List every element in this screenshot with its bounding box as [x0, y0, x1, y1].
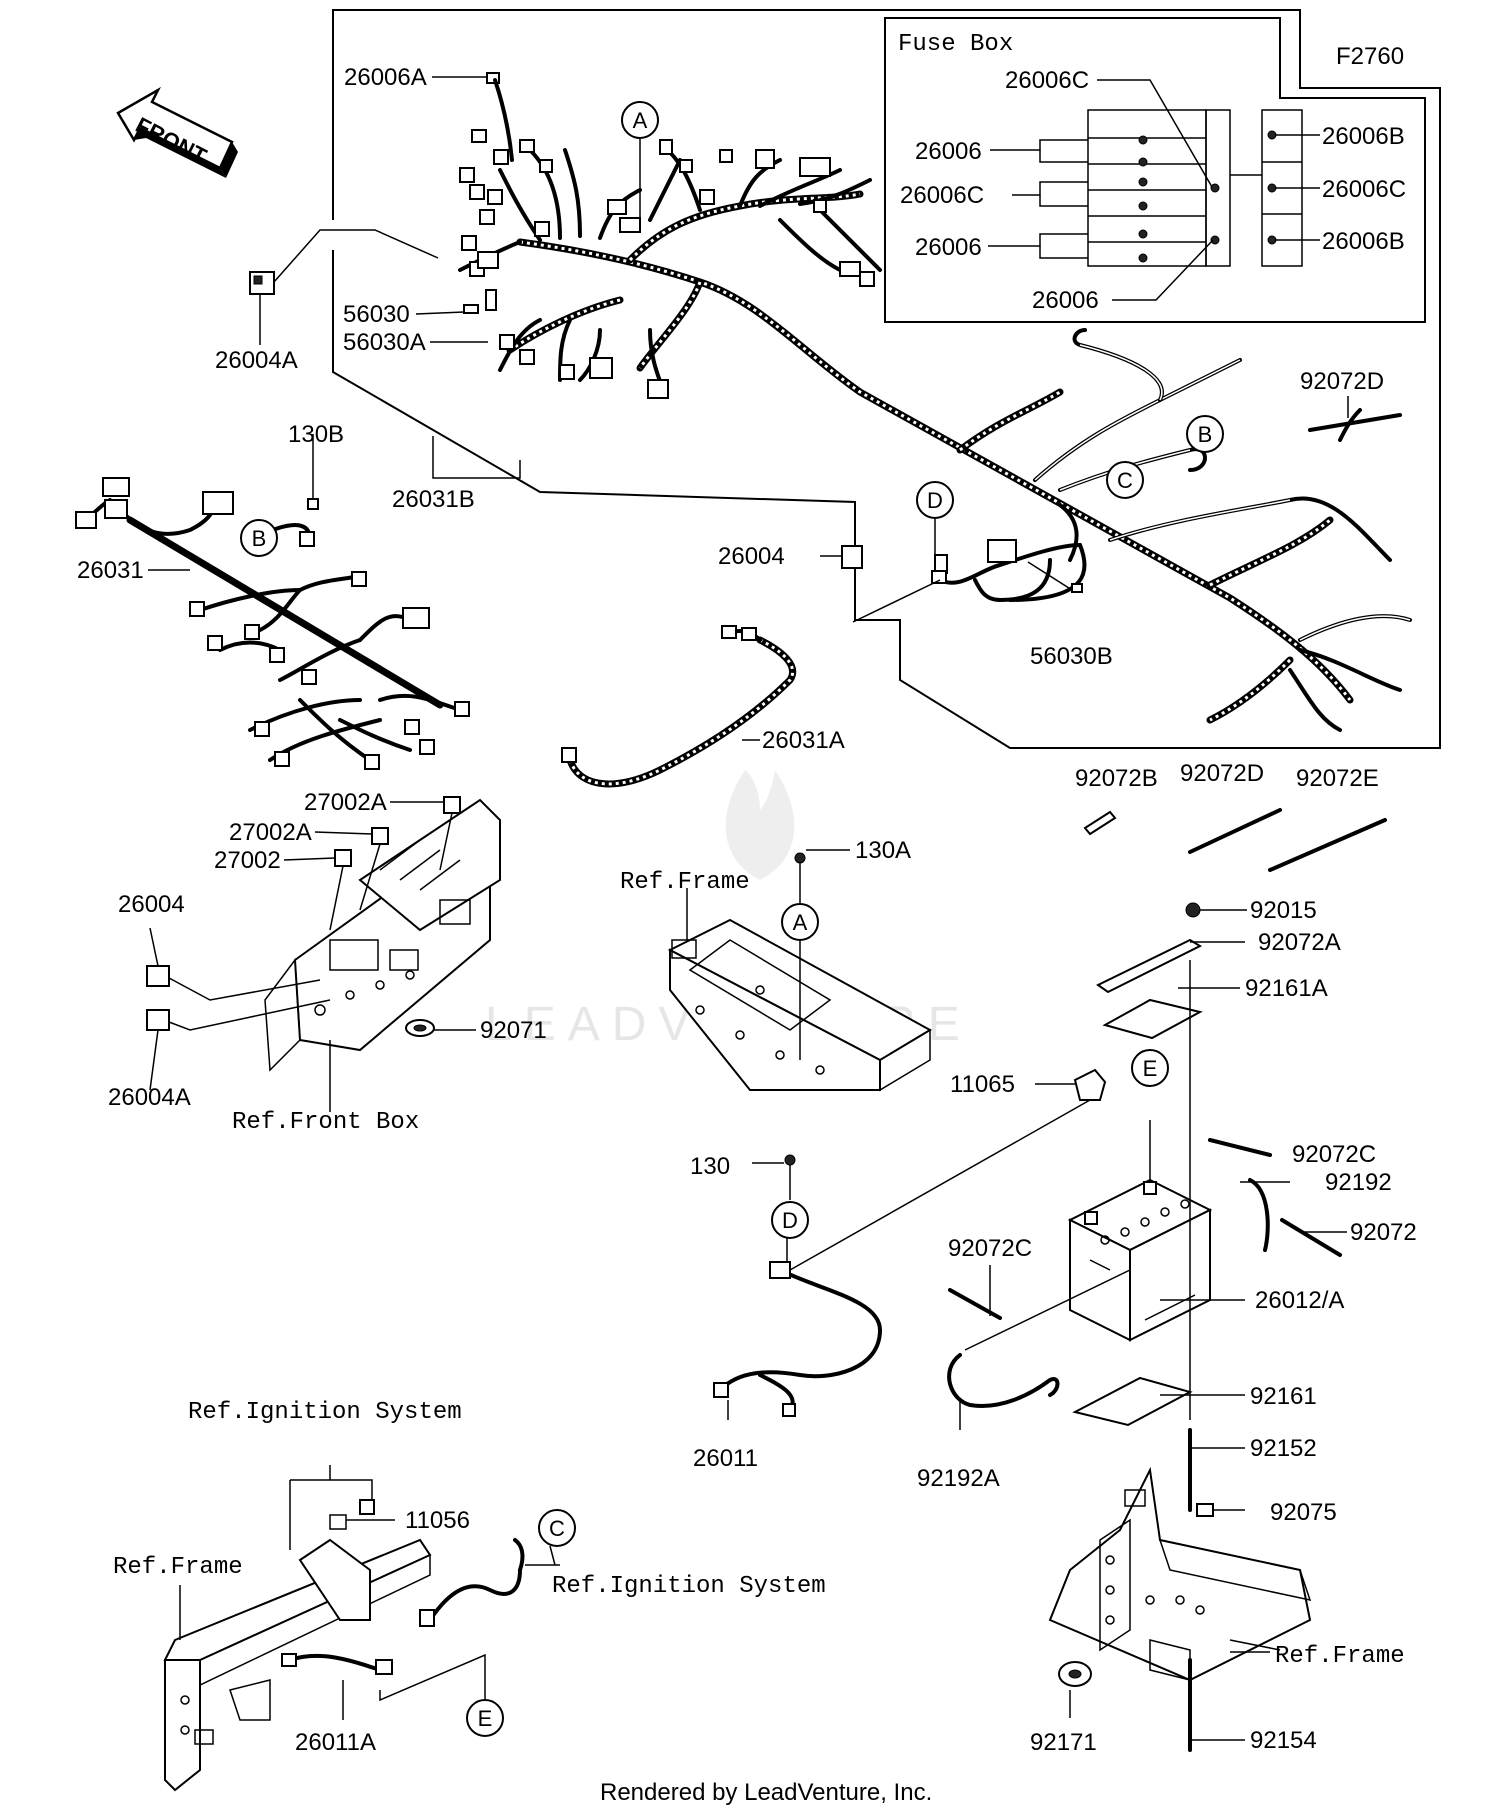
ref-front-box: Ref.Front Box [232, 1109, 419, 1136]
part-92071: 92071 [480, 1017, 547, 1044]
part-92072B: 92072B [1075, 765, 1158, 792]
callout-e-1: E [1131, 1049, 1169, 1087]
ref-frame-a: Ref.Frame [620, 869, 750, 896]
part-26011: 26011 [693, 1445, 758, 1472]
callout-a-2: A [781, 903, 819, 941]
part-92161A: 92161A [1245, 975, 1328, 1002]
part-92015: 92015 [1250, 897, 1317, 924]
main-harness-region: Fuse Box [249, 9, 1441, 749]
relay-d-area [852, 539, 1087, 623]
part-92075: 92075 [1270, 1499, 1337, 1526]
part-26006C-r: 26006C [1322, 176, 1406, 203]
battery-26012 [947, 1120, 1290, 1430]
part-26004A-b: 26004A [108, 1084, 191, 1111]
part-26031B: 26031B [392, 486, 475, 513]
part-92154: 92154 [1250, 1727, 1317, 1754]
part-26006B-b: 26006B [1322, 228, 1405, 255]
part-130B: 130B [288, 421, 344, 448]
ref-frame-b: Ref.Frame [113, 1554, 243, 1581]
front-arrow-icon: FRONT [116, 86, 238, 178]
part-26012A: 26012/A [1255, 1287, 1344, 1314]
part-26011A: 26011A [295, 1729, 376, 1756]
part-56030: 56030 [343, 301, 410, 328]
top-connector-cluster [249, 72, 882, 399]
callout-a-1-label: A [633, 108, 648, 133]
callout-d-1: D [916, 481, 954, 556]
part-130A: 130A [855, 837, 911, 864]
fuse-block [1087, 109, 1303, 267]
part-92072C-b: 92072C [948, 1235, 1032, 1262]
part-27002: 27002 [214, 847, 281, 874]
part-92072D-b: 92072D [1180, 760, 1264, 787]
callout-c-1: C [1106, 461, 1144, 499]
frame-section-bottom [163, 1465, 560, 1792]
ref-ignition-c: Ref.Ignition System [552, 1573, 826, 1600]
callout-e-2-label: E [478, 1706, 493, 1731]
callout-c-2: C [538, 1509, 576, 1547]
part-11056: 11056 [405, 1507, 470, 1534]
part-130: 130 [690, 1153, 730, 1180]
part-11065: 11065 [950, 1071, 1015, 1098]
part-56030B: 56030B [1030, 643, 1113, 670]
part-26006-b: 26006 [915, 234, 982, 261]
part-26006-a: 26006 [915, 138, 982, 165]
part-27002A-b: 27002A [229, 819, 312, 846]
straps-and-pads [948, 413, 1402, 1517]
part-56030A: 56030A [343, 329, 426, 356]
part-26006A: 26006A [344, 64, 427, 91]
cable-26011 [713, 1099, 1091, 1420]
part-26006C-mid: 26006C [900, 182, 984, 209]
callout-b-1-label: B [1198, 422, 1213, 447]
part-92192A: 92192A [917, 1465, 1000, 1492]
fuse-box-title: Fuse Box [898, 31, 1013, 58]
part-27002A-a: 27002A [304, 789, 387, 816]
part-92072E: 92072E [1296, 765, 1379, 792]
part-26004-b: 26004 [118, 891, 185, 918]
part-labels: 26006A 26006C 26006 26006C 26006 26006 2… [77, 64, 1417, 1756]
diagram-id: F2760 [1336, 43, 1404, 70]
part-92152: 92152 [1250, 1435, 1317, 1462]
part-26031A: 26031A [762, 727, 845, 754]
part-92072D-a: 92072D [1300, 368, 1384, 395]
callout-d-2-label: D [782, 1208, 798, 1233]
callout-b-1: B [1186, 415, 1224, 453]
footer-credit: Rendered by LeadVenture, Inc. [600, 1779, 932, 1806]
part-92072: 92072 [1350, 1219, 1417, 1246]
part-92192: 92192 [1325, 1169, 1392, 1196]
callout-c-1-label: C [1117, 468, 1133, 493]
ref-frame-c: Ref.Frame [1275, 1643, 1405, 1670]
part-26006C-top: 26006C [1005, 67, 1089, 94]
frame-section-a [667, 849, 933, 1092]
part-92161: 92161 [1250, 1383, 1317, 1410]
part-92072A: 92072A [1258, 929, 1341, 956]
battery-tray [1048, 1466, 1312, 1752]
harness-26031 [75, 434, 470, 770]
callout-b-2: B [240, 519, 278, 557]
part-92171: 92171 [1030, 1729, 1097, 1756]
reference-labels: Ref.Frame Ref.Front Box Ref.Ignition Sys… [113, 869, 1405, 1670]
front-box [146, 796, 501, 1112]
callout-b-2-label: B [252, 526, 267, 551]
part-26031: 26031 [77, 557, 144, 584]
callout-c-2-label: C [549, 1516, 565, 1541]
callout-e-1-label: E [1143, 1056, 1158, 1081]
callout-d-2: D [771, 1201, 809, 1239]
callout-e-2: E [466, 1699, 504, 1737]
part-26004A-a: 26004A [215, 347, 298, 374]
ref-ignition-top: Ref.Ignition System [188, 1399, 462, 1426]
callout-a-1: A [621, 101, 659, 222]
part-92072C-a: 92072C [1292, 1141, 1376, 1168]
harness-26031A [561, 625, 797, 788]
part-26006B-a: 26006B [1322, 123, 1405, 150]
part-26004-a: 26004 [718, 543, 785, 570]
callout-d-1-label: D [927, 488, 943, 513]
part-26006-c: 26006 [1032, 287, 1099, 314]
callout-a-2-label: A [793, 910, 808, 935]
